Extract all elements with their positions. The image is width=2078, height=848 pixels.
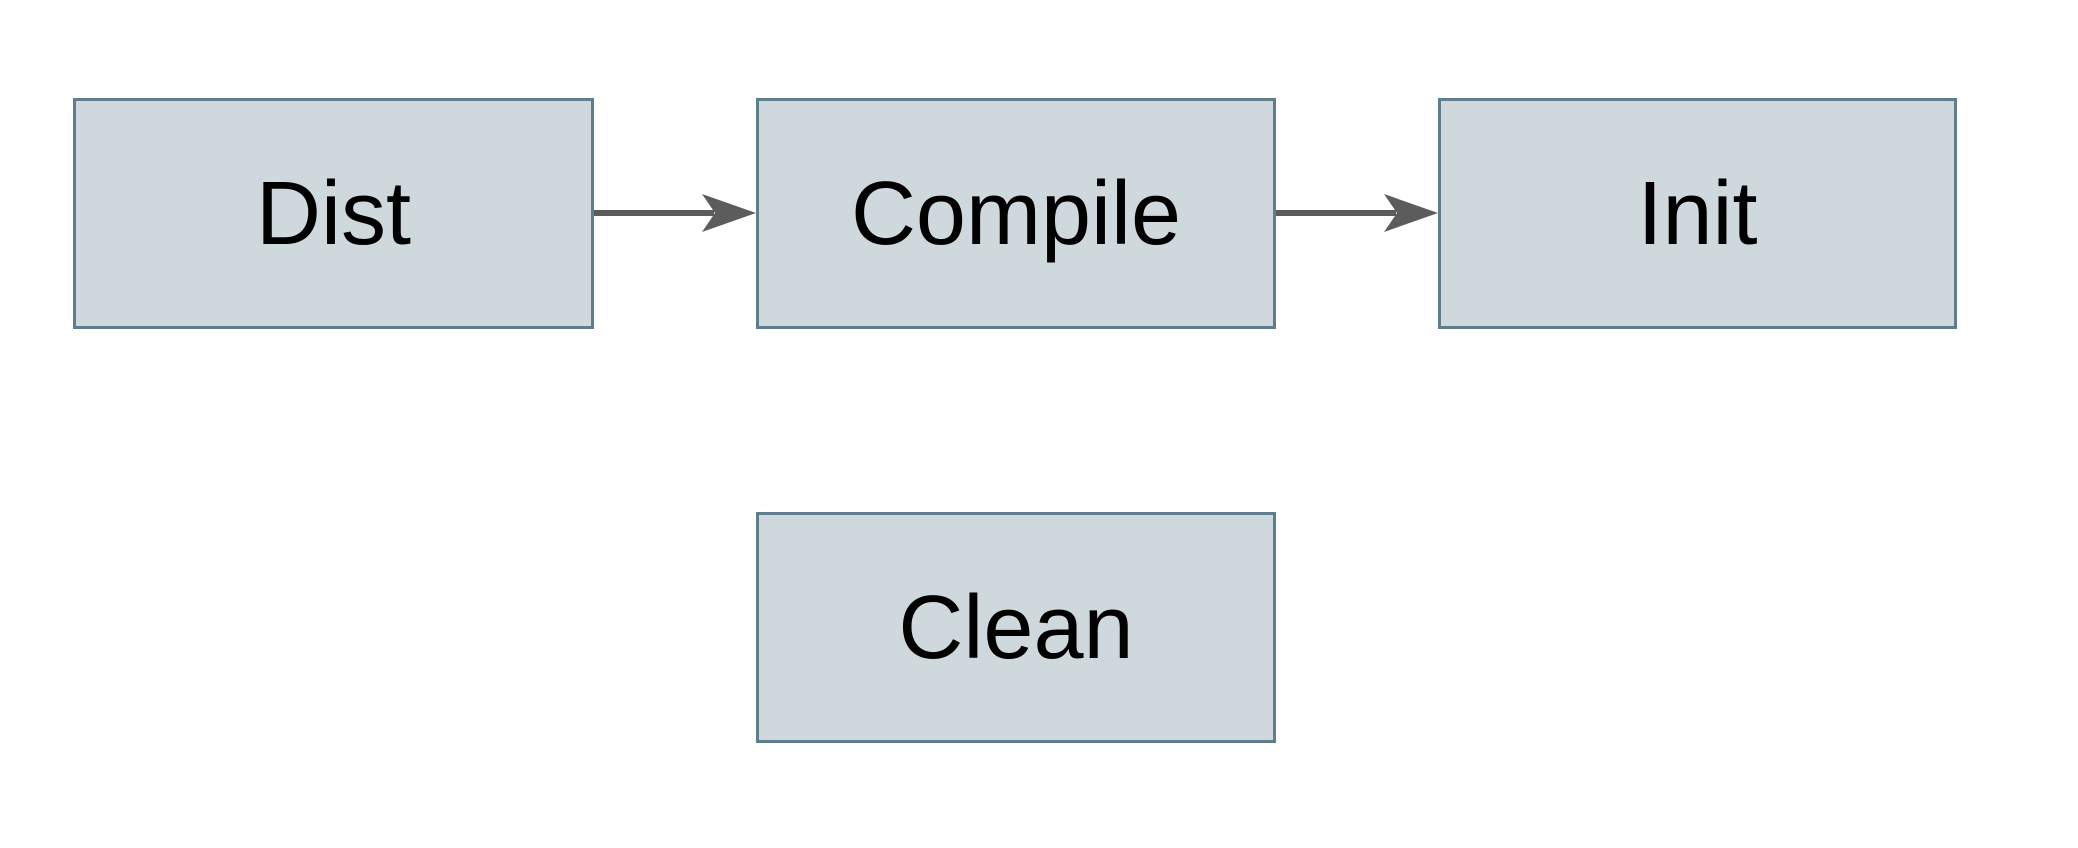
node-clean-label: Clean xyxy=(898,577,1134,678)
node-init: Init xyxy=(1438,98,1957,329)
node-clean: Clean xyxy=(756,512,1276,743)
node-compile: Compile xyxy=(756,98,1276,329)
arrow-compile-to-init xyxy=(1276,194,1438,232)
arrow-dist-to-compile xyxy=(594,194,756,232)
node-compile-label: Compile xyxy=(850,163,1182,264)
arrow-head-icon xyxy=(702,194,756,232)
node-dist-label: Dist xyxy=(256,163,411,264)
arrow-head-icon xyxy=(1384,194,1438,232)
node-init-label: Init xyxy=(1637,163,1758,264)
node-dist: Dist xyxy=(73,98,594,329)
